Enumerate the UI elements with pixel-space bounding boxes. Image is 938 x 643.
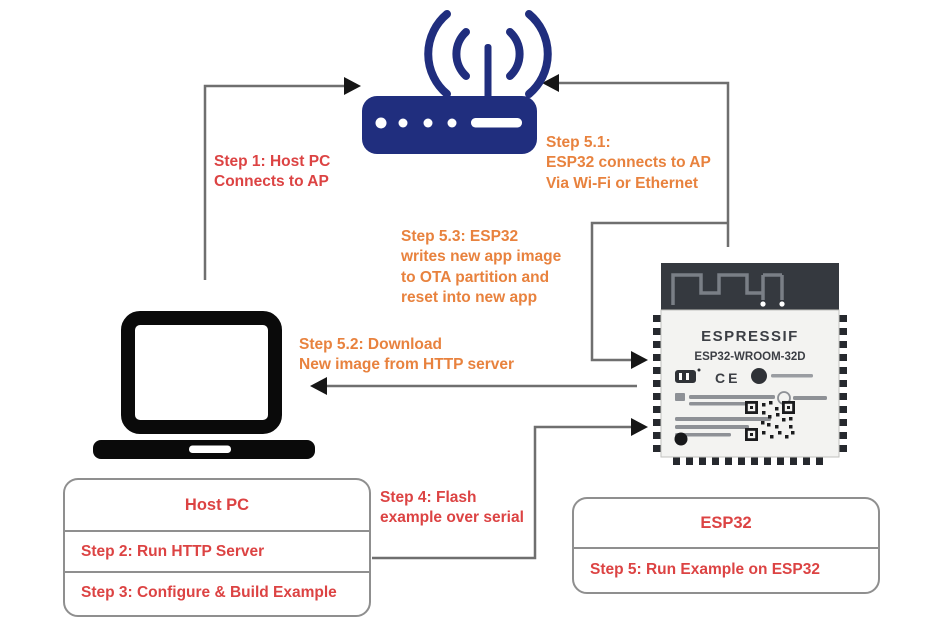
antenna-pad <box>760 301 766 307</box>
router-led <box>447 118 457 128</box>
host-pc-step3-row: Step 3: Configure & Build Example <box>65 571 369 613</box>
step5-2-arrowhead <box>310 377 327 395</box>
wifi-wave-icon <box>525 10 552 98</box>
step4-label: Step 4: Flash example over serial <box>380 489 524 527</box>
esp32-box: ESP32 Step 5: Run Example on ESP32 <box>572 497 880 594</box>
qr-code-icon <box>745 401 795 441</box>
step1-arrowhead <box>344 77 361 95</box>
module-antenna-band <box>661 263 839 310</box>
router-led <box>398 118 408 128</box>
certification-dot-icon <box>751 368 767 384</box>
laptop-icon <box>93 311 315 459</box>
router-port <box>471 118 522 128</box>
wifi-wave-icon <box>452 28 470 80</box>
esp32-module: ESPRESSIF ESP32-WROOM-32D CE <box>653 263 847 465</box>
router-led <box>375 117 387 129</box>
host-pc-box: Host PC Step 2: Run HTTP Server Step 3: … <box>63 478 371 617</box>
step5-1-connector <box>559 81 730 247</box>
router-led <box>423 118 433 128</box>
step4-connector <box>372 425 632 560</box>
laptop-screen <box>121 311 282 434</box>
esp32-model-label: ESP32-WROOM-32D <box>694 351 805 363</box>
step5-1-arrowhead <box>542 74 559 92</box>
host-pc-box-title: Host PC <box>184 495 250 514</box>
host-pc-step2-row: Step 2: Run HTTP Server <box>65 530 369 571</box>
pcb-antenna-trace-icon <box>671 273 763 305</box>
module-pins <box>653 315 847 465</box>
fcc-logo-icon <box>675 368 701 383</box>
step5-3-connector <box>590 221 728 362</box>
step1-label: Step 1: Host PC Connects to AP <box>214 153 331 191</box>
wifi-wave-icon <box>506 28 524 80</box>
espressif-brand-label: ESPRESSIF <box>701 328 799 345</box>
wifi-wave-icon <box>424 10 451 98</box>
step1-connector <box>203 84 344 280</box>
module-fine-print <box>771 374 813 378</box>
step4-arrowhead <box>631 418 648 436</box>
module-fine-print <box>675 393 827 437</box>
esp32-step5-row: Step 5: Run Example on ESP32 <box>574 547 878 590</box>
antenna-pad <box>779 301 785 307</box>
router-antenna <box>484 44 492 100</box>
module-pin1-dot <box>674 432 688 446</box>
esp32-box-title: ESP32 <box>700 513 752 532</box>
laptop-notch <box>189 445 231 453</box>
step5-3-label: Step 5.3: ESP32 writes new app image to … <box>401 228 562 307</box>
ce-mark-label: CE <box>715 370 740 386</box>
step5-1-label: Step 5.1: ESP32 connects to AP Via Wi-Fi… <box>546 134 711 192</box>
access-point-icon <box>362 10 552 154</box>
step5-3-arrowhead <box>631 351 648 369</box>
step5-2-label: Step 5.2: Download New image from HTTP s… <box>299 336 515 374</box>
